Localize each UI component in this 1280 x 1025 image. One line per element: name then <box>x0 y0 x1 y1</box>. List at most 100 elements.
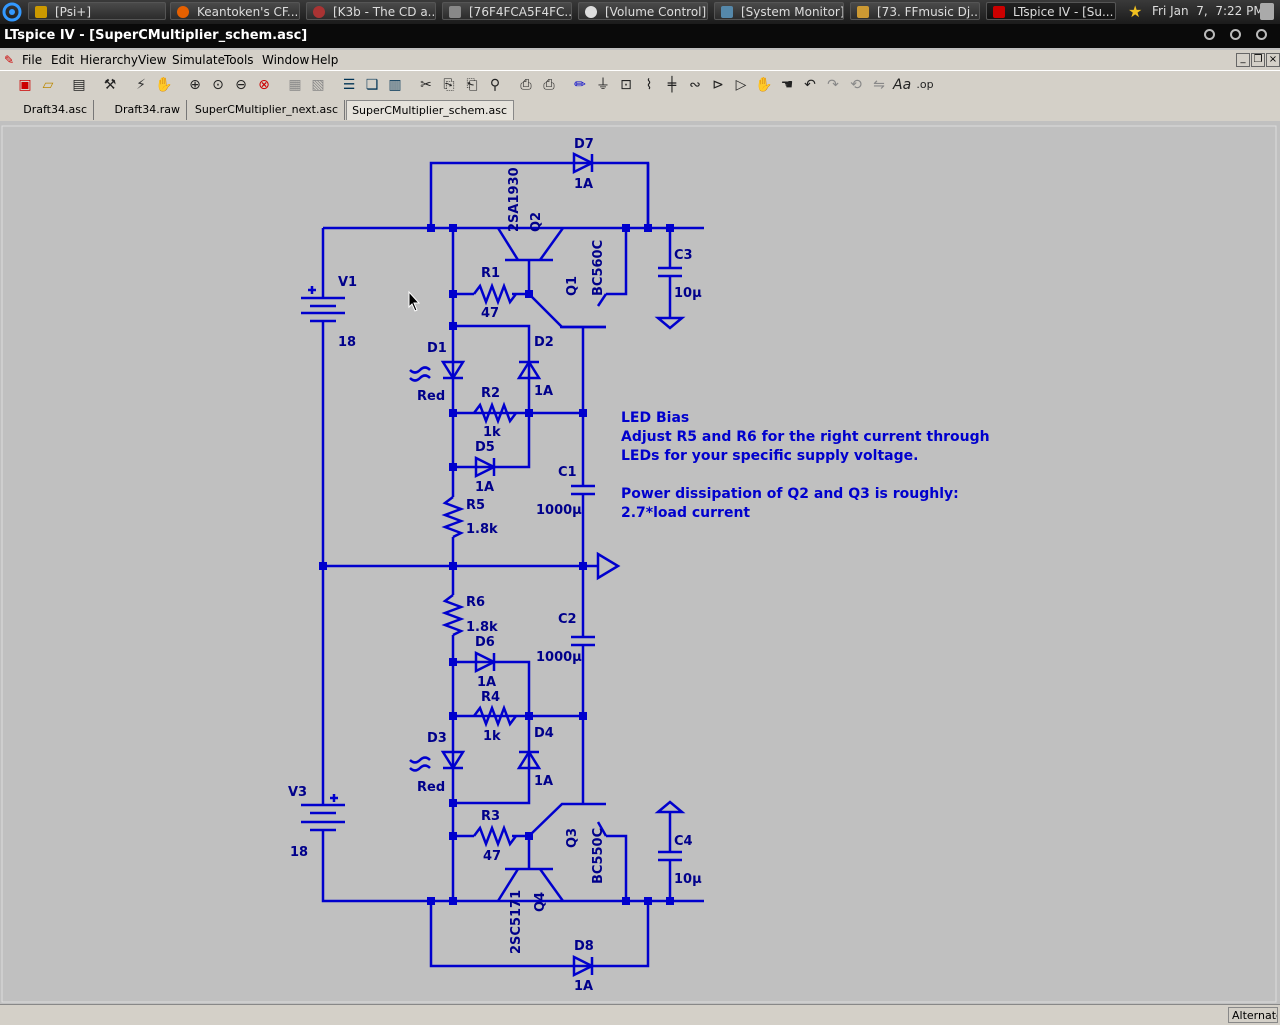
component-ref-label: C4 <box>674 834 693 849</box>
tab-supercmultiplier-schem[interactable]: SuperCMultiplier_schem.asc <box>346 100 514 120</box>
text-icon[interactable]: Aa <box>893 77 912 93</box>
junction-dot <box>449 897 457 905</box>
resistor <box>441 594 465 637</box>
component-ref-label: D7 <box>574 137 594 152</box>
run-icon[interactable]: ⚡ <box>136 77 146 93</box>
save-icon[interactable]: ▤ <box>72 77 86 93</box>
delete-trace-icon[interactable]: ▧ <box>311 77 325 93</box>
junction-dot <box>622 897 630 905</box>
document-icon[interactable]: ✎ <box>4 53 15 67</box>
task-ltspice[interactable]: LTspice IV - [Su... <box>986 2 1116 20</box>
inductor-icon[interactable]: ∾ <box>689 77 701 93</box>
component-ref-label: D1 <box>427 341 447 356</box>
favorites-star-icon[interactable]: ★ <box>1128 2 1143 21</box>
component-value-label: 1.8k <box>466 620 498 635</box>
diode-icon[interactable]: ⊳ <box>712 77 724 93</box>
q3-wires <box>528 802 606 837</box>
rotate-icon[interactable]: ⟲ <box>850 77 862 93</box>
ground-symbol <box>654 316 686 330</box>
tab-supercmultiplier-next[interactable]: SuperCMultiplier_next.asc <box>188 100 345 120</box>
label-net-icon[interactable]: ⊡ <box>620 77 632 93</box>
component-ref-label: D6 <box>475 635 495 650</box>
draw-wire-icon[interactable]: ✏ <box>574 77 586 93</box>
component-value-label: 1.8k <box>466 522 498 537</box>
menu-simulate[interactable]: Simulate <box>172 53 226 67</box>
ltspice-icon <box>993 6 1005 18</box>
trash-icon[interactable] <box>1260 3 1274 20</box>
cascade-icon[interactable]: ❏ <box>365 77 379 93</box>
menu-file[interactable]: File <box>22 53 43 67</box>
control-panel-icon[interactable]: ⚒ <box>103 77 117 93</box>
cut-icon[interactable]: ✂ <box>420 77 432 93</box>
component-ref-label: V3 <box>288 785 307 800</box>
menu-window[interactable]: Window <box>262 53 310 67</box>
component-ref-label: R2 <box>481 386 500 401</box>
junction-dot <box>449 290 457 298</box>
tile-vertical-icon[interactable]: ▥ <box>388 77 402 93</box>
resistor-icon[interactable]: ⌇ <box>645 77 653 93</box>
component-value-label: 2SC5171 <box>509 890 524 954</box>
junction-dot <box>525 832 533 840</box>
drag-icon[interactable]: ☚ <box>780 77 794 93</box>
move-icon[interactable]: ✋ <box>755 77 773 93</box>
drive-icon <box>449 6 461 18</box>
task-psi[interactable]: [Psi+] <box>28 2 166 20</box>
task-label: [Volume Control] <box>605 5 707 19</box>
component-value-label: 1000µ <box>536 503 582 518</box>
app-menu-icon[interactable] <box>1 1 23 23</box>
mdi-close-button[interactable]: × <box>1266 53 1280 67</box>
ground-icon[interactable]: ⏚ <box>596 77 610 93</box>
menu-edit[interactable]: Edit <box>51 53 75 67</box>
zoom-out-icon[interactable]: ⊖ <box>235 77 247 93</box>
task-ffmusic[interactable]: [73. FFmusic Dj... <box>850 2 980 20</box>
component-icon[interactable]: ▷ <box>735 77 747 93</box>
undo-icon[interactable]: ↶ <box>804 77 816 93</box>
tile-horizontal-icon[interactable]: ☰ <box>342 77 356 93</box>
component-ref-label: D2 <box>534 335 554 350</box>
junction-dot <box>622 224 630 232</box>
paste-icon[interactable]: ⎗ <box>466 77 478 93</box>
q1-emitter <box>606 163 650 296</box>
pan-icon[interactable]: ⊙ <box>212 77 224 93</box>
menu-view[interactable]: View <box>138 53 167 67</box>
task-system-monitor[interactable]: [System Monitor] <box>714 2 844 20</box>
minimize-button[interactable] <box>1204 29 1215 40</box>
tab-draft34-asc[interactable]: Draft34.asc <box>2 100 94 120</box>
redo-icon[interactable]: ↷ <box>827 77 839 93</box>
task-volume[interactable]: [Volume Control] <box>578 2 708 20</box>
halt-icon[interactable]: ✋ <box>155 77 173 93</box>
tab-label: Draft34.raw <box>114 103 180 116</box>
menu-hierarchy[interactable]: Hierarchy <box>80 53 139 67</box>
menu-help[interactable]: Help <box>311 53 339 67</box>
new-schematic-icon[interactable]: ▣ <box>18 77 32 93</box>
mdi-minimize-button[interactable]: _ <box>1236 53 1250 67</box>
component-ref-label: Q1 <box>565 276 580 296</box>
find-icon[interactable]: ⚲ <box>489 77 501 93</box>
menu-tools[interactable]: Tools <box>224 53 254 67</box>
zoom-fit-icon[interactable]: ⊗ <box>258 77 270 93</box>
copy-icon[interactable]: ⎘ <box>443 77 455 93</box>
close-button[interactable] <box>1256 29 1267 40</box>
task-drive[interactable]: [76F4FCA5F4FC... <box>442 2 572 20</box>
led-rays <box>409 756 431 772</box>
zoom-in-icon[interactable]: ⊕ <box>189 77 201 93</box>
capacitor-icon[interactable]: ╪ <box>667 77 677 93</box>
mdi-restore-button[interactable]: ❐ <box>1251 53 1265 67</box>
maximize-button[interactable] <box>1230 29 1241 40</box>
firefox-icon <box>177 6 189 18</box>
mirror-icon[interactable]: ⇋ <box>873 77 885 93</box>
menu-bar: ✎ File Edit Hierarchy View Simulate Tool… <box>0 50 1280 70</box>
print-icon[interactable]: ⎙ <box>543 77 555 93</box>
junction-dot <box>644 224 652 232</box>
schematic-note-line: LEDs for your specific supply voltage. <box>621 448 918 464</box>
open-icon[interactable]: ▱ <box>42 77 54 93</box>
tab-draft34-raw[interactable]: Draft34.raw <box>95 100 187 120</box>
task-firefox[interactable]: Keantoken's CF... <box>170 2 300 20</box>
diode <box>474 650 497 674</box>
spice-directive-icon[interactable]: .op <box>916 78 934 91</box>
print-preview-icon[interactable]: ⎙ <box>520 77 532 93</box>
junction-dot <box>449 832 457 840</box>
task-k3b[interactable]: [K3b - The CD a... <box>306 2 436 20</box>
autorange-icon[interactable]: ▦ <box>288 77 302 93</box>
